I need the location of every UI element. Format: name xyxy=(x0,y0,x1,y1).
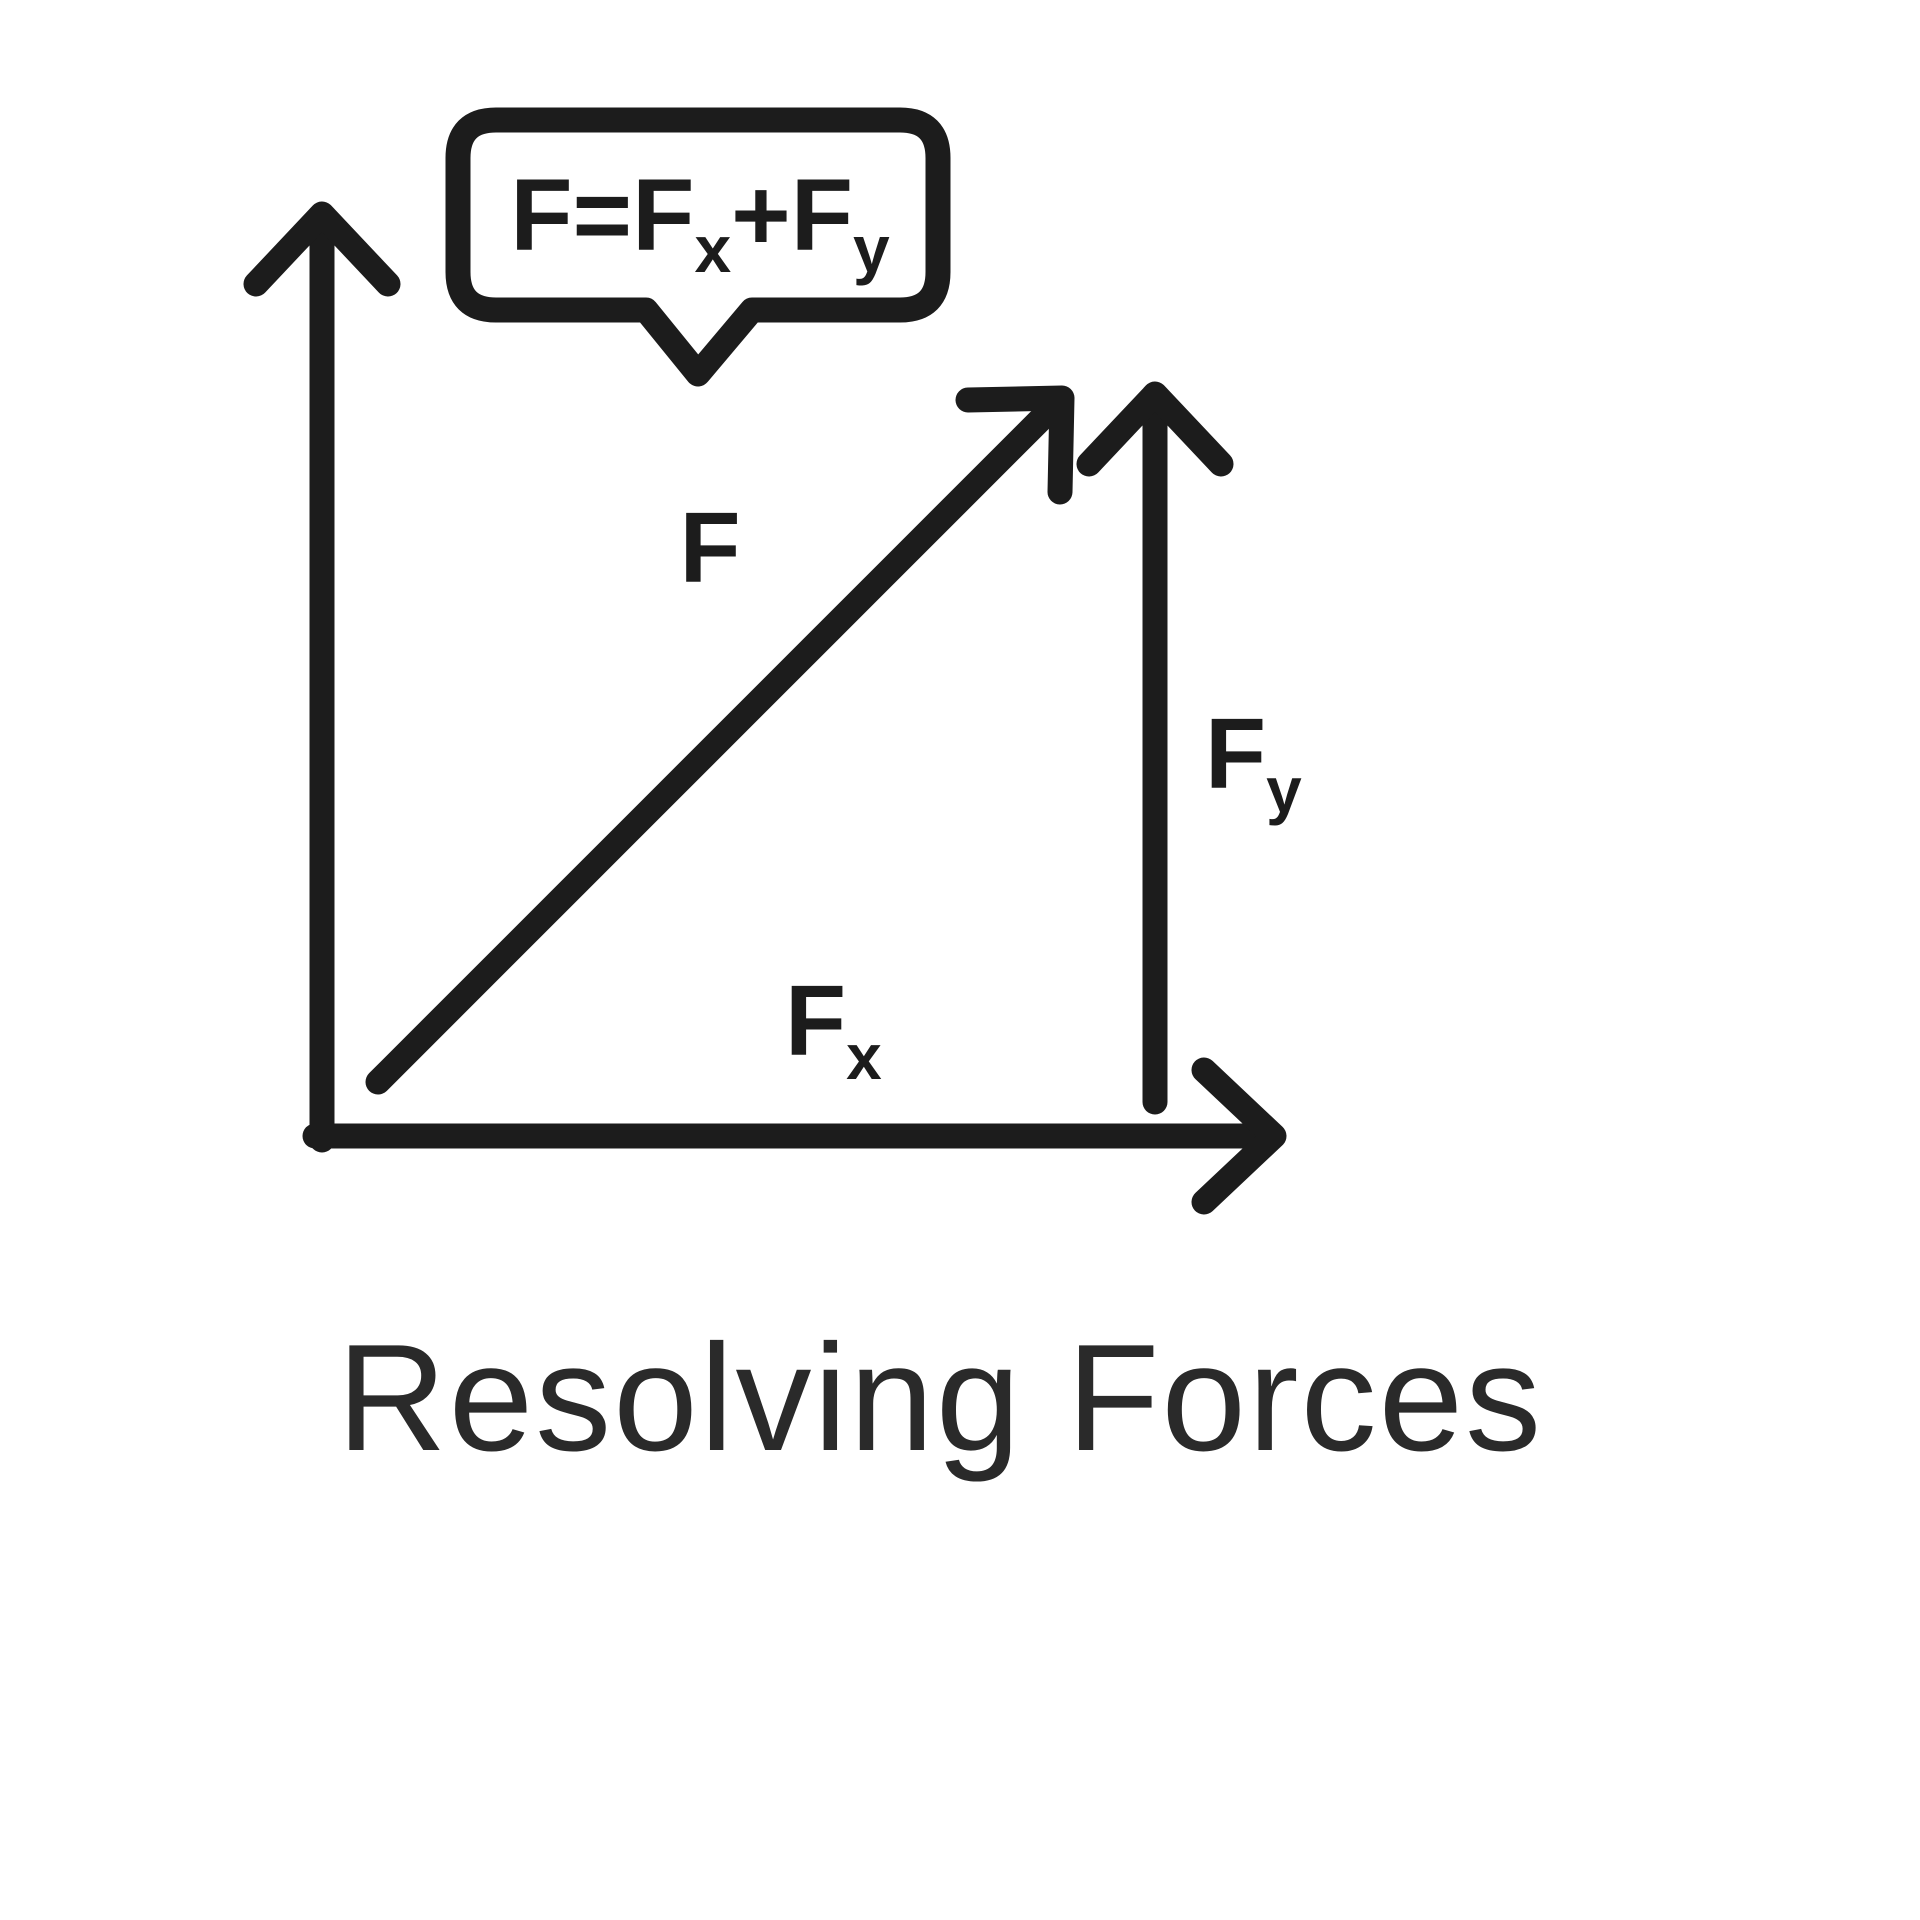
force-vector-line xyxy=(365,389,1071,1095)
caption: Resolving Forces xyxy=(337,1313,1543,1483)
x-axis xyxy=(302,1057,1287,1215)
y-axis xyxy=(243,201,401,1153)
label-f: F xyxy=(679,492,740,604)
force-vector-arrowhead-icon xyxy=(955,385,1075,505)
label-fy: Fy xyxy=(1205,698,1302,826)
fy-vector-arrowhead-icon xyxy=(1076,381,1234,477)
label-fx: Fx xyxy=(785,965,882,1093)
y-axis-arrowhead-icon xyxy=(243,201,401,297)
formula-bubble: F=Fx+Fy xyxy=(445,107,951,387)
force-vector-arrow xyxy=(365,385,1075,1095)
formula-text: F=Fx+Fy xyxy=(510,158,890,286)
x-axis-arrowhead-icon xyxy=(1191,1057,1287,1215)
speech-bubble-shape xyxy=(445,107,951,387)
fy-vector-arrow xyxy=(1076,381,1234,1115)
